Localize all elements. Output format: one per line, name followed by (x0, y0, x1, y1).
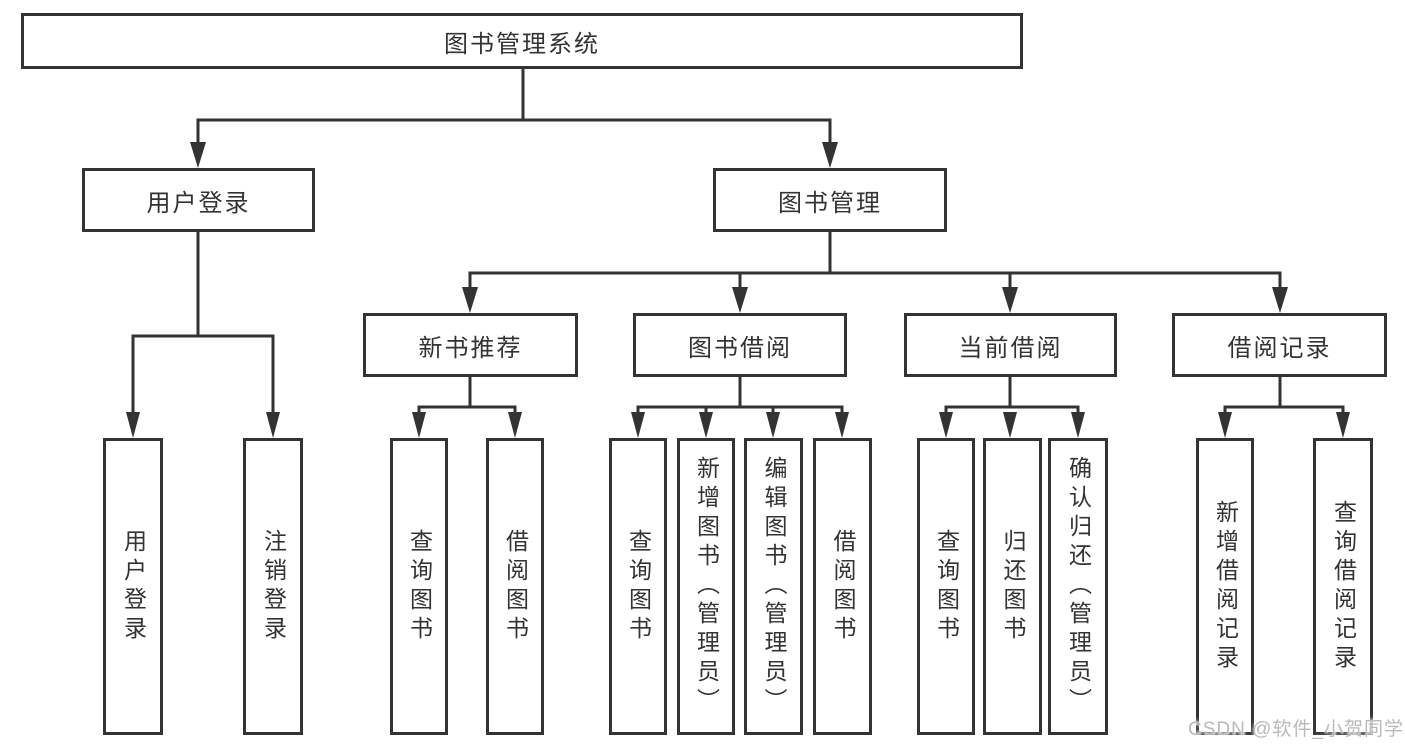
connector-book-mgmt-to-level3 (462, 230, 1288, 313)
node-label: 查询借阅记录 (1330, 499, 1357, 674)
node-label: 确认归还（管理员） (1065, 456, 1092, 717)
node-user-login: 用户登录 (82, 168, 315, 232)
node-leaf-query-books-3: 查询图书 (917, 438, 975, 735)
node-label: 借阅记录 (1227, 334, 1332, 362)
node-label: 注销登录 (260, 528, 287, 645)
node-leaf-return-books: 归还图书 (983, 438, 1042, 735)
node-leaf-query-borrow-record: 查询借阅记录 (1313, 438, 1373, 735)
node-label: 图书管理 (778, 189, 882, 217)
connector-borrow-to-leaves (631, 375, 849, 438)
node-label: 新增图书（管理员） (693, 456, 720, 717)
node-current-borrow: 当前借阅 (904, 313, 1117, 377)
arrowhead-icon (462, 287, 478, 313)
node-leaf-logout: 注销登录 (243, 438, 303, 735)
node-leaf-query-books-1: 查询图书 (390, 438, 448, 735)
node-label: 用户登录 (120, 528, 147, 645)
node-leaf-add-borrow-record: 新增借阅记录 (1196, 438, 1254, 735)
node-leaf-edit-books-admin: 编辑图书（管理员） (744, 438, 803, 735)
node-label: 查询图书 (406, 528, 433, 645)
arrowhead-icon (1218, 412, 1232, 438)
arrowhead-icon (1272, 287, 1288, 313)
node-leaf-borrow-books-2: 借阅图书 (813, 438, 872, 735)
node-book-borrow: 图书借阅 (633, 313, 847, 377)
arrowhead-icon (1336, 412, 1350, 438)
node-book-management: 图书管理 (713, 168, 947, 232)
node-leaf-borrow-books-1: 借阅图书 (486, 438, 544, 735)
arrowhead-icon (1003, 412, 1017, 438)
node-leaf-user-login: 用户登录 (103, 438, 163, 735)
node-label: 借阅图书 (502, 528, 529, 645)
watermark: CSDN @软件_小贺同学 (1188, 719, 1404, 740)
arrowhead-icon (631, 412, 645, 438)
arrowhead-icon (939, 412, 953, 438)
node-root-system: 图书管理系统 (21, 13, 1023, 69)
node-label: 查询图书 (933, 528, 960, 645)
node-leaf-query-books-2: 查询图书 (609, 438, 667, 735)
node-label: 用户登录 (146, 189, 251, 217)
node-new-book-recommend: 新书推荐 (363, 313, 578, 377)
node-label: 新增借阅记录 (1212, 499, 1239, 674)
node-label: 图书借阅 (688, 334, 792, 362)
arrowhead-icon (1002, 287, 1018, 313)
connector-current-to-leaves (939, 375, 1085, 438)
arrowhead-icon (835, 412, 849, 438)
arrowhead-icon (1071, 412, 1085, 438)
arrowhead-icon (822, 142, 838, 168)
arrowhead-icon (126, 412, 140, 438)
arrowhead-icon (699, 412, 713, 438)
arrowhead-icon (732, 287, 748, 313)
connector-user-login-to-leaves (126, 230, 280, 438)
arrowhead-icon (190, 142, 206, 168)
arrowhead-icon (508, 412, 522, 438)
connector-root-to-level2 (190, 67, 838, 168)
node-label: 编辑图书（管理员） (761, 456, 787, 717)
node-label: 新书推荐 (418, 334, 523, 362)
node-label: 图书管理系统 (444, 30, 600, 58)
node-label: 当前借阅 (958, 334, 1063, 362)
node-borrow-records: 借阅记录 (1172, 313, 1387, 377)
arrowhead-icon (766, 412, 780, 438)
node-label: 借阅图书 (830, 528, 856, 645)
connector-new-book-to-leaves (412, 375, 522, 438)
node-leaf-confirm-return-admin: 确认归还（管理员） (1048, 438, 1108, 735)
arrowhead-icon (266, 412, 280, 438)
node-label: 归还图书 (1000, 528, 1026, 645)
node-label: 查询图书 (625, 528, 652, 645)
connector-records-to-leaves (1218, 375, 1350, 438)
arrowhead-icon (412, 412, 426, 438)
node-leaf-add-books-admin: 新增图书（管理员） (677, 438, 735, 735)
